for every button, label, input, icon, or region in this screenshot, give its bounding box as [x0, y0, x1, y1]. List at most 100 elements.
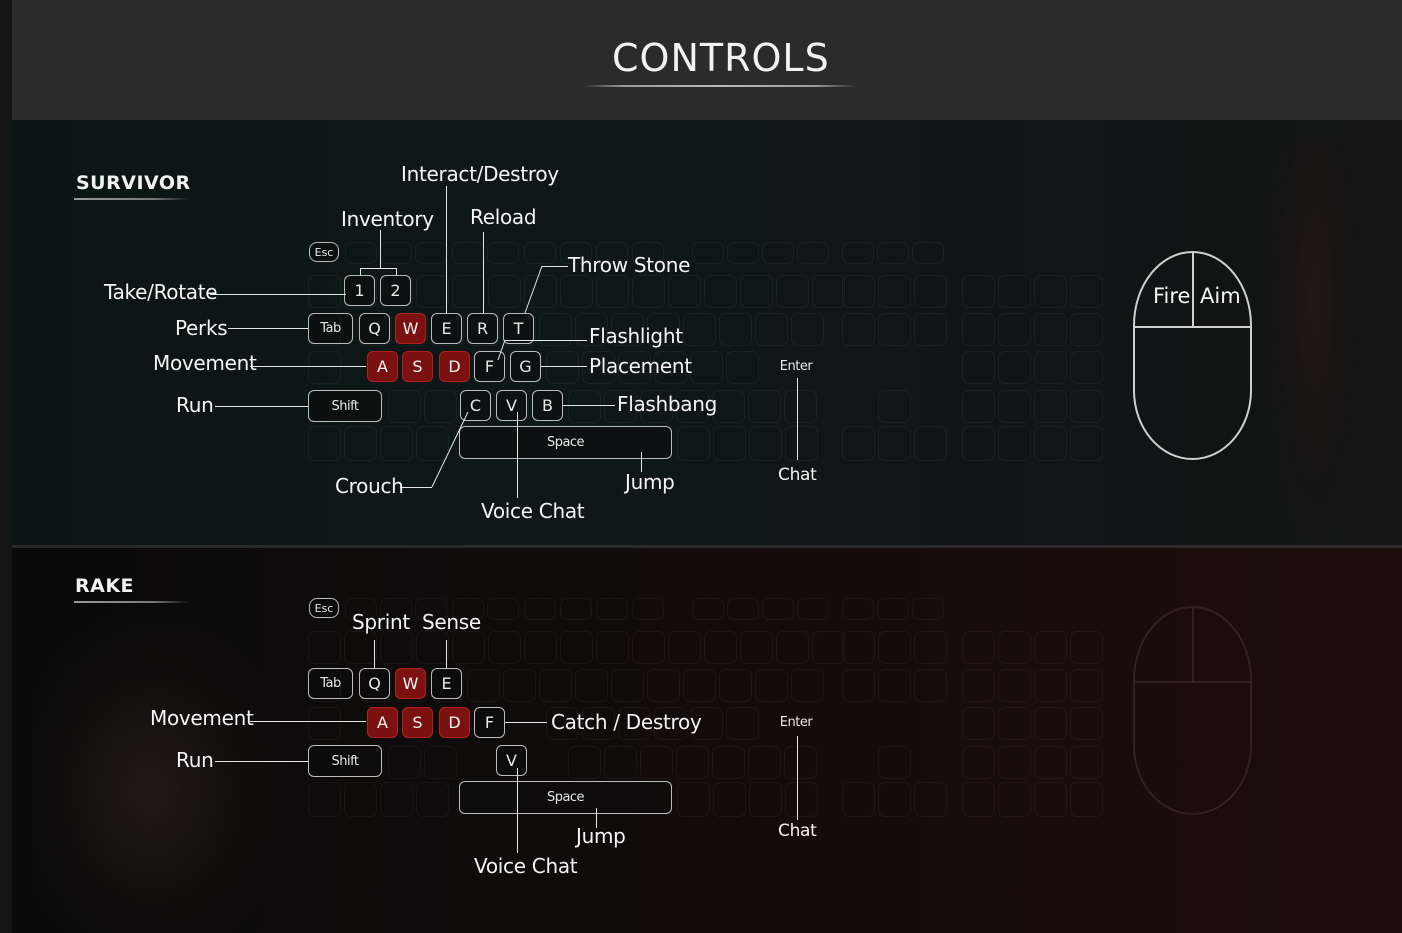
- ghost-key: [998, 351, 1031, 384]
- ghost-key: [776, 275, 809, 308]
- ghost-key: [582, 351, 615, 384]
- ghost-key: [452, 598, 484, 620]
- ghost-key: [998, 631, 1031, 664]
- ghost-key: [308, 669, 341, 702]
- ghost-key: [415, 598, 447, 620]
- ghost-key: [395, 313, 428, 346]
- label-jump: Jump: [625, 470, 675, 494]
- ghost-key: [1034, 631, 1067, 664]
- throw-stone-leader-top: [542, 266, 568, 267]
- ghost-key: [487, 598, 519, 620]
- ghost-key: [878, 390, 911, 423]
- ghost-key: [503, 669, 536, 702]
- ghost-key: [359, 313, 392, 346]
- ghost-key: [345, 598, 377, 620]
- key-b: B: [532, 390, 563, 421]
- mouse-left-fire-label: Fire: [1153, 284, 1191, 308]
- ghost-key: [1070, 782, 1103, 817]
- voice-chat-leader: [517, 412, 518, 498]
- label-voice-chat: Voice Chat: [481, 499, 585, 523]
- ghost-key: [1070, 313, 1103, 346]
- ghost-key: [712, 390, 745, 423]
- label-catch-destroy: Catch / Destroy: [551, 710, 702, 734]
- ghost-key: [719, 669, 752, 702]
- label-run: Run: [176, 748, 214, 772]
- ghost-key: [748, 746, 781, 779]
- perks-leader: [228, 328, 308, 329]
- key-d: D: [439, 351, 470, 382]
- ghost-key: [380, 275, 413, 308]
- ghost-key: [452, 275, 485, 308]
- ghost-key: [488, 631, 521, 664]
- key-a: A: [367, 351, 398, 382]
- label-movement: Movement: [150, 706, 254, 730]
- ghost-key: [380, 598, 412, 620]
- ghost-key: [668, 275, 701, 308]
- run-leader: [215, 761, 308, 762]
- chat-leader: [797, 378, 798, 460]
- key-space: Space: [459, 781, 672, 814]
- ghost-key: [380, 242, 412, 264]
- ghost-key: [878, 782, 911, 817]
- title-underline: [582, 85, 857, 87]
- ghost-key: [560, 598, 592, 620]
- page-title: CONTROLS: [612, 36, 830, 80]
- ghost-key: [582, 707, 615, 740]
- ghost-key: [762, 598, 794, 620]
- ghost-key: [762, 242, 794, 264]
- ghost-key: [568, 746, 601, 779]
- ghost-key: [1034, 669, 1067, 702]
- mouse-right-aim-label: Aim: [1200, 284, 1241, 308]
- ghost-key: [785, 426, 818, 461]
- ghost-key: [878, 426, 911, 461]
- key-a: A: [367, 707, 398, 738]
- ghost-key: [1070, 669, 1103, 702]
- ghost-key: [962, 631, 995, 664]
- ghost-key: [596, 631, 629, 664]
- ghost-key: [878, 746, 911, 779]
- ghost-key: [380, 631, 413, 664]
- ghost-key: [452, 631, 485, 664]
- ghost-key: [344, 275, 377, 308]
- ghost-key: [632, 275, 665, 308]
- ghost-key: [647, 669, 680, 702]
- label-voice-chat: Voice Chat: [474, 854, 578, 878]
- key-d: D: [439, 707, 470, 738]
- ghost-key: [842, 275, 875, 308]
- ghost-key: [560, 631, 593, 664]
- inventory-bracket: [360, 268, 396, 269]
- ghost-key: [647, 313, 680, 346]
- ghost-key: [712, 746, 745, 779]
- header: CONTROLS: [12, 0, 1402, 120]
- ghost-key: [998, 669, 1031, 702]
- ghost-key: [467, 669, 500, 702]
- ghost-key: [487, 242, 519, 264]
- ghost-key: [1034, 275, 1067, 308]
- ghost-key: [431, 669, 464, 702]
- ghost-key: [640, 390, 673, 423]
- ghost-key: [791, 669, 824, 702]
- rake-section-title: RAKE: [75, 575, 135, 597]
- ghost-key: [1034, 426, 1067, 461]
- ghost-key: [488, 275, 521, 308]
- inventory-leader: [380, 230, 381, 268]
- survivor-section-title: SURVIVOR: [76, 172, 191, 194]
- ghost-key: [791, 313, 824, 346]
- key-f: F: [474, 707, 505, 738]
- ghost-key: [755, 313, 788, 346]
- ghost-key: [914, 782, 947, 817]
- ghost-key: [683, 313, 716, 346]
- section-divider: [12, 545, 1402, 548]
- ghost-key: [1034, 746, 1067, 779]
- ghost-key: [308, 275, 341, 308]
- ghost-key: [676, 746, 709, 779]
- ghost-key: [560, 242, 592, 264]
- ghost-key: [415, 242, 447, 264]
- label-inventory: Inventory: [341, 207, 434, 231]
- movement-leader: [250, 721, 366, 722]
- ghost-key: [539, 669, 572, 702]
- label-perks: Perks: [175, 316, 228, 340]
- ghost-key: [1070, 746, 1103, 779]
- ghost-key: [842, 313, 875, 346]
- label-movement: Movement: [153, 351, 257, 375]
